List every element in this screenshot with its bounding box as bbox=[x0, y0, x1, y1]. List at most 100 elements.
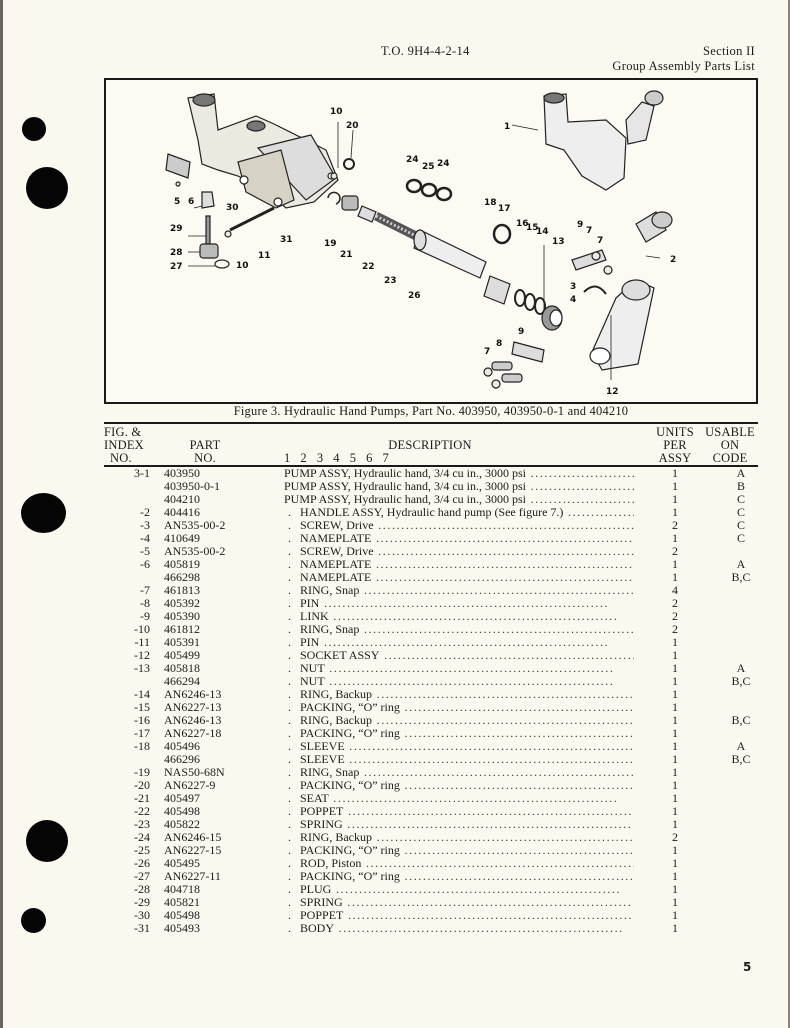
units-per-assy-cell: 1 bbox=[672, 726, 678, 740]
fig-index-cell: -15 bbox=[134, 700, 150, 714]
description-cell: PACKING, “O” ring ......................… bbox=[300, 701, 634, 714]
figure-callouts: 1 2 3 4 5 6 7 7 7 8 9 9 10 10 11 12 13 1… bbox=[170, 107, 676, 397]
col-header-indent-levels: 1 2 3 4 5 6 7 bbox=[284, 451, 389, 465]
fig-index-cell: -26 bbox=[134, 856, 150, 870]
svg-text:7: 7 bbox=[597, 236, 603, 246]
part-number-cell: 461812 bbox=[164, 622, 200, 636]
units-per-assy-cell: 1 bbox=[672, 687, 678, 701]
leader-dots: ........................................… bbox=[344, 740, 634, 753]
part-number-cell: 405821 bbox=[164, 895, 200, 909]
indent-dot: . bbox=[288, 648, 291, 662]
fig-index-cell: -28 bbox=[134, 882, 150, 896]
section-label: Section II bbox=[703, 44, 755, 58]
fig-index-cell: -8 bbox=[140, 596, 150, 610]
description-text: PACKING, “O” ring bbox=[300, 727, 400, 740]
units-per-assy-cell: 2 bbox=[672, 518, 678, 532]
leader-dots: ........................................… bbox=[342, 818, 633, 831]
figure-caption: Figure 3. Hydraulic Hand Pumps, Part No.… bbox=[233, 404, 629, 418]
fig-index-cell: -3 bbox=[140, 518, 150, 532]
indent-dot: . bbox=[288, 843, 291, 857]
leader-dots: ........................................… bbox=[530, 480, 634, 493]
units-per-assy-cell: 2 bbox=[672, 830, 678, 844]
leader-dots: ........................................… bbox=[404, 844, 634, 857]
svg-text:21: 21 bbox=[340, 250, 353, 260]
svg-text:2: 2 bbox=[670, 255, 676, 265]
leader-dots: ........................................… bbox=[319, 636, 610, 649]
part-number-cell: 405390 bbox=[164, 609, 200, 623]
indent-dot: . bbox=[288, 700, 291, 714]
description-text: PUMP ASSY, Hydraulic hand, 3/4 cu in., 3… bbox=[284, 480, 527, 493]
fig-index-cell: -10 bbox=[134, 622, 150, 636]
units-per-assy-cell: 1 bbox=[672, 765, 678, 779]
description-cell: PLUG ...................................… bbox=[300, 883, 634, 896]
indent-dot: . bbox=[288, 908, 291, 922]
units-per-assy-cell: 4 bbox=[672, 583, 678, 597]
svg-text:24: 24 bbox=[437, 159, 450, 169]
table-row: 466294.NUT .............................… bbox=[104, 675, 758, 688]
description-text: RING, Snap bbox=[300, 766, 360, 779]
description-text: NAMEPLATE bbox=[300, 532, 372, 545]
part-number-cell: AN6246-13 bbox=[164, 713, 222, 727]
leader-dots: ........................................… bbox=[328, 792, 619, 805]
leader-dots: ........................................… bbox=[359, 766, 634, 779]
punch-hole bbox=[21, 908, 46, 933]
svg-text:17: 17 bbox=[498, 204, 511, 214]
indent-dot: . bbox=[288, 791, 291, 805]
units-per-assy-cell: 1 bbox=[672, 817, 678, 831]
indent-dot: . bbox=[288, 518, 291, 532]
part-number-cell: 466294 bbox=[164, 674, 200, 688]
description-text: HANDLE ASSY, Hydraulic hand pump (See fi… bbox=[300, 506, 564, 519]
indent-dot: . bbox=[288, 544, 291, 558]
fig-index-cell: -17 bbox=[134, 726, 150, 740]
fig-index-cell: -24 bbox=[134, 830, 150, 844]
description-text: POPPET bbox=[300, 909, 344, 922]
part-number-cell: 403950 bbox=[164, 466, 200, 480]
units-per-assy-cell: 1 bbox=[672, 791, 678, 805]
fig-index-cell: 3-1 bbox=[134, 466, 150, 480]
description-text: NAMEPLATE bbox=[300, 558, 372, 571]
description-text: LINK bbox=[300, 610, 329, 623]
units-per-assy-cell: 1 bbox=[672, 466, 678, 480]
svg-text:12: 12 bbox=[606, 387, 619, 397]
indent-dot: . bbox=[288, 726, 291, 740]
description-text: PIN bbox=[300, 636, 320, 649]
leader-dots: ........................................… bbox=[372, 831, 634, 844]
fig-index-cell: -30 bbox=[134, 908, 150, 922]
fig-index-cell: -9 bbox=[140, 609, 150, 623]
leader-dots: ........................................… bbox=[334, 922, 624, 935]
units-per-assy-cell: 1 bbox=[672, 895, 678, 909]
description-text: PUMP ASSY, Hydraulic hand, 3/4 cu in., 3… bbox=[284, 493, 527, 506]
fig-index-cell: -31 bbox=[134, 921, 150, 935]
leader-dots: ........................................… bbox=[343, 909, 634, 922]
units-per-assy-cell: 1 bbox=[672, 570, 678, 584]
fig-index-cell: -21 bbox=[134, 791, 150, 805]
fig-index-cell: -25 bbox=[134, 843, 150, 857]
units-per-assy-cell: 2 bbox=[672, 596, 678, 610]
leader-dots: ........................................… bbox=[404, 870, 634, 883]
units-per-assy-cell: 1 bbox=[672, 505, 678, 519]
part-number-cell: 461813 bbox=[164, 583, 200, 597]
units-per-assy-cell: 1 bbox=[672, 752, 678, 766]
indent-dot: . bbox=[288, 583, 291, 597]
units-per-assy-cell: 1 bbox=[672, 635, 678, 649]
svg-text:1: 1 bbox=[504, 122, 510, 132]
indent-dot: . bbox=[288, 622, 291, 636]
units-per-assy-cell: 2 bbox=[672, 622, 678, 636]
indent-dot: . bbox=[288, 570, 291, 584]
fig-index-cell: -22 bbox=[134, 804, 150, 818]
leader-dots: ........................................… bbox=[343, 805, 634, 818]
description-text: PACKING, “O” ring bbox=[300, 701, 400, 714]
svg-text:22: 22 bbox=[362, 262, 375, 272]
hydraulic-pump-illustration: 1 2 3 4 5 6 7 7 7 8 9 9 10 10 11 12 13 1… bbox=[165, 90, 676, 397]
leader-dots: ........................................… bbox=[372, 714, 634, 727]
svg-text:16: 16 bbox=[516, 219, 529, 229]
